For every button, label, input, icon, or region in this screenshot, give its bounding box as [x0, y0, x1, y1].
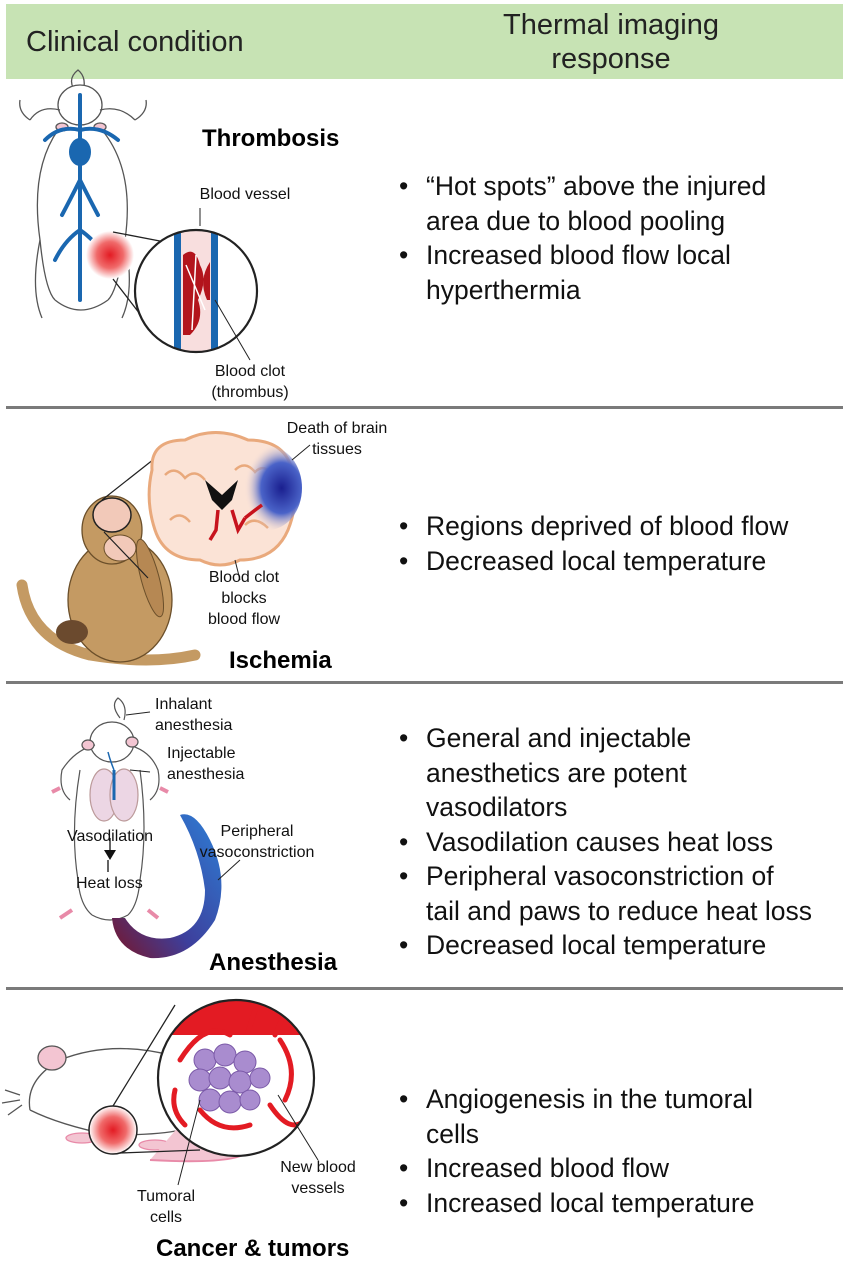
response-list-cancer: Angiogenesis in the tumoral cells Increa…: [397, 1082, 754, 1220]
monkey-icon: [16, 495, 201, 666]
label-injectable-anesthesia: Injectable anesthesia: [167, 745, 245, 783]
section-divider: [6, 987, 843, 990]
response-item: Decreased local temperature: [397, 928, 812, 963]
response-item: Increased blood flow local hyperthermia: [397, 238, 766, 307]
response-item: Regions deprived of blood flow: [397, 509, 788, 544]
condition-title-thrombosis: Thrombosis: [202, 125, 340, 152]
label-vasodilation: Vasodilation: [67, 828, 153, 845]
column-header-clinical-condition: Clinical condition: [26, 26, 244, 58]
condition-title-ischemia: Ischemia: [229, 647, 332, 674]
table-header: Clinical condition Thermal imaging respo…: [6, 4, 843, 79]
response-item: “Hot spots” above the injured area due t…: [397, 169, 766, 238]
condition-title-cancer-tumors: Cancer & tumors: [156, 1235, 350, 1262]
tumor-hot-spot-icon: [88, 1105, 138, 1155]
response-item: Vasodilation causes heat loss: [397, 825, 812, 860]
label-new-blood-vessels: New blood vessels: [280, 1159, 356, 1197]
brain-section-icon: [147, 431, 302, 567]
label-inhalant-anesthesia: Inhalant anesthesia: [155, 696, 233, 734]
section-divider: [6, 406, 843, 409]
column-header-thermal-response: Thermal imaging response: [503, 9, 719, 75]
response-item: Increased local temperature: [397, 1186, 754, 1221]
hot-spot-icon: [86, 231, 134, 279]
label-peripheral-vasoconstriction: Peripheral vasoconstriction: [199, 823, 315, 861]
tail-icon: [112, 814, 222, 959]
label-heat-loss: Heat loss: [76, 875, 143, 892]
response-list-ischemia: Regions deprived of blood flow Decreased…: [397, 509, 788, 578]
label-blood-clot: Blood clot (thrombus): [211, 363, 289, 401]
response-item: Peripheral vasoconstriction of tail and …: [397, 859, 812, 928]
blood-vessel-zoom-icon: [135, 230, 257, 352]
response-item: General and injectable anesthetics are p…: [397, 721, 812, 825]
condition-title-anesthesia: Anesthesia: [209, 949, 338, 976]
label-death-of-brain-tissues: Death of brain tissues: [286, 420, 388, 458]
anesthetized-mouse-icon: [51, 697, 169, 921]
response-list-anesthesia: General and injectable anesthetics are p…: [397, 721, 812, 963]
response-item: Increased blood flow: [397, 1151, 754, 1186]
response-item: Angiogenesis in the tumoral cells: [397, 1082, 754, 1151]
response-list-thrombosis: “Hot spots” above the injured area due t…: [397, 169, 766, 307]
response-item: Decreased local temperature: [397, 544, 788, 579]
section-divider: [6, 681, 843, 684]
blood-vessels-icon: [43, 93, 120, 302]
label-blood-vessel: Blood vessel: [199, 186, 291, 203]
mouse-supine-icon: [19, 69, 147, 319]
label-tumoral-cells: Tumoral cells: [136, 1188, 196, 1226]
label-blood-clot-blocks: Blood clot blocks blood flow: [207, 569, 281, 628]
